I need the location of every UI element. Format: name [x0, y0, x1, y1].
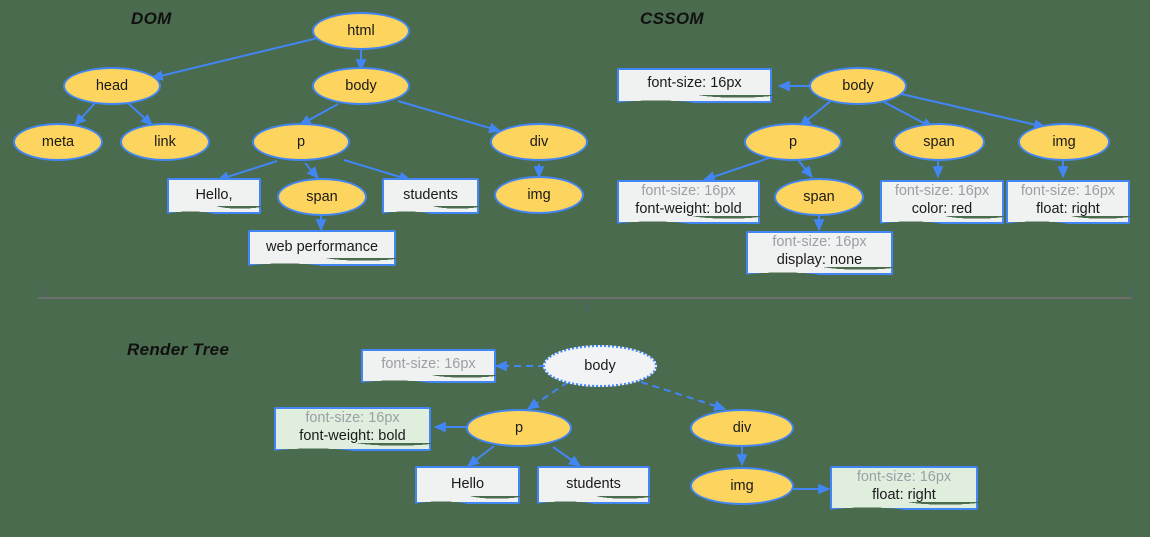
cssom-rules-body: font-size: 16px [617, 68, 772, 104]
dom-node-img[interactable]: img [494, 176, 584, 214]
render-text-students: students [537, 466, 650, 505]
dom-text-hello-label: Hello, [195, 186, 233, 203]
cssom-rules-span-p-line-2: display: none [776, 251, 863, 268]
cssom-rules-span-p-line-1: font-size: 16px [772, 233, 867, 250]
cssom-rules-body-line-1: font-size: 16px [647, 75, 742, 92]
dom-node-p[interactable]: p [252, 123, 350, 161]
cssom-rules-img-line-1: font-size: 16px [1020, 182, 1116, 199]
section-divider [38, 297, 1132, 299]
dom-node-span[interactable]: span [277, 178, 367, 216]
cssom-rules-img-line-2: float: right [1036, 200, 1100, 217]
render-rules-img: font-size: 16px float: right [830, 466, 978, 511]
cssom-rules-span-body-line-2: color: red [911, 200, 973, 217]
dom-text-hello: Hello, [167, 178, 261, 215]
dom-node-link[interactable]: link [120, 123, 210, 161]
dom-text-students: students [382, 178, 479, 215]
cssom-rules-img: font-size: 16px float: right [1006, 180, 1130, 225]
render-node-div[interactable]: div [690, 409, 794, 447]
divider-tick-right [1130, 285, 1131, 298]
cssom-node-img[interactable]: img [1018, 123, 1110, 161]
dom-node-body[interactable]: body [312, 67, 410, 105]
render-rules-img-line-2: float: right [872, 486, 936, 503]
render-text-hello-label: Hello [450, 475, 485, 492]
section-title-render-tree: Render Tree [127, 340, 230, 359]
cssom-node-span-body[interactable]: span [893, 123, 985, 161]
dom-text-students-label: students [403, 186, 458, 203]
render-rules-body-line-1: font-size: 16px [381, 355, 476, 372]
render-node-body[interactable]: body [543, 345, 657, 387]
cssom-node-body[interactable]: body [809, 67, 907, 105]
dom-node-head[interactable]: head [63, 67, 161, 105]
divider-tick-center [586, 299, 587, 312]
cssom-node-p[interactable]: p [744, 123, 842, 161]
render-rules-img-line-1: font-size: 16px [856, 468, 952, 485]
section-title-dom: DOM [131, 9, 172, 28]
cssom-rules-p: font-size: 16px font-weight: bold [617, 180, 760, 225]
render-rules-p-line-2: font-weight: bold [299, 427, 406, 444]
render-rules-p-line-1: font-size: 16px [305, 409, 400, 426]
dom-node-div[interactable]: div [490, 123, 588, 161]
divider-tick-left [45, 285, 46, 298]
cssom-rules-span-body-line-1: font-size: 16px [894, 182, 990, 199]
cssom-rules-p-line-2: font-weight: bold [635, 200, 742, 217]
cssom-rules-p-line-1: font-size: 16px [641, 182, 736, 199]
render-node-img[interactable]: img [690, 467, 794, 505]
render-text-students-label: students [566, 475, 621, 492]
dom-text-web-performance: web performance [248, 230, 396, 267]
cssom-rules-span-body: font-size: 16px color: red [880, 180, 1004, 225]
dom-node-meta[interactable]: meta [13, 123, 103, 161]
dom-text-web-performance-label: web performance [265, 238, 379, 255]
render-rules-p: font-size: 16px font-weight: bold [274, 407, 431, 452]
cssom-node-span-p[interactable]: span [774, 178, 864, 216]
render-node-p[interactable]: p [466, 409, 572, 447]
render-text-hello: Hello [415, 466, 520, 505]
cssom-rules-span-p: font-size: 16px display: none [746, 231, 893, 276]
section-title-cssom: CSSOM [640, 9, 704, 28]
render-rules-body: font-size: 16px [361, 349, 496, 384]
dom-node-html[interactable]: html [312, 12, 410, 50]
